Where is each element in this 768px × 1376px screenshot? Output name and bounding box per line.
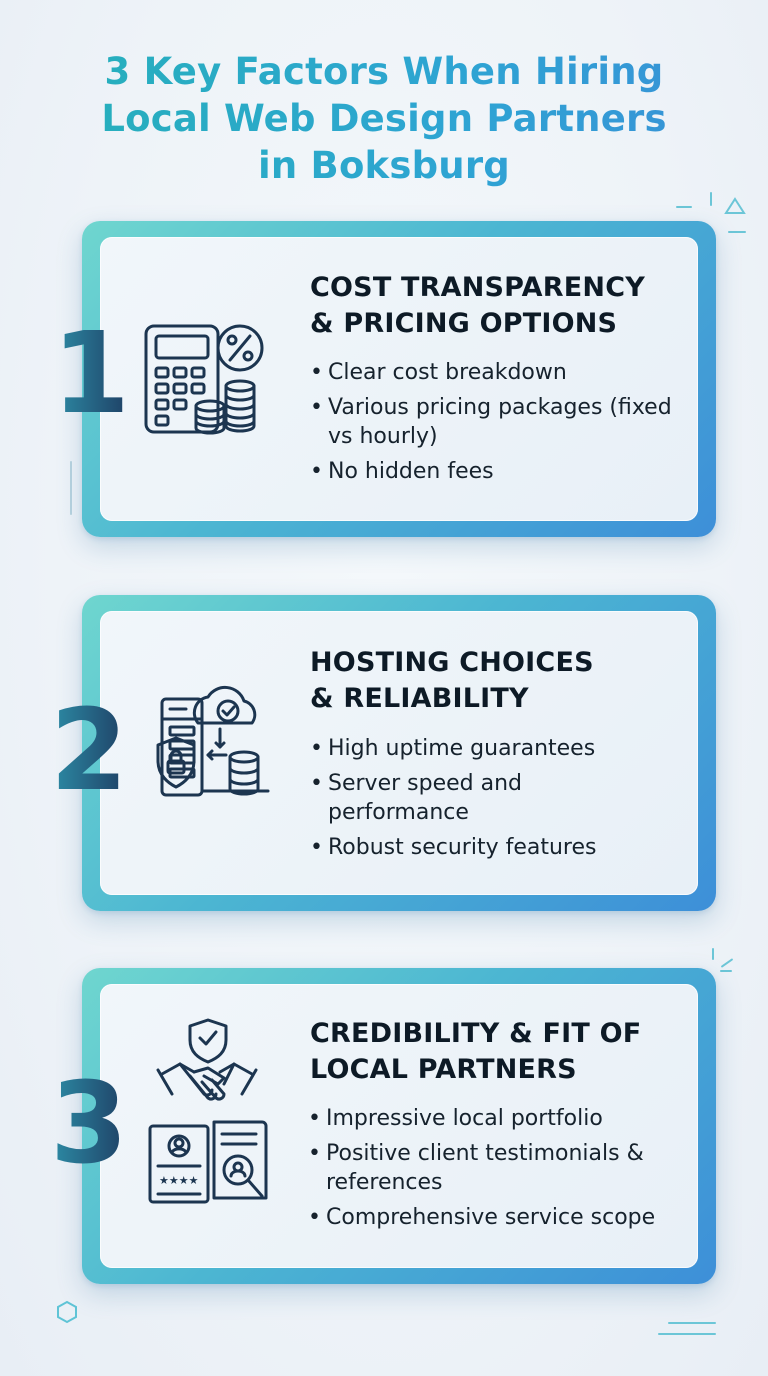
- factor-bullets-1: Clear cost breakdown Various pricing pac…: [308, 358, 678, 492]
- factor-title-1: COST TRANSPARENCY & PRICING OPTIONS: [310, 270, 645, 342]
- decorative-dash: [720, 970, 732, 972]
- decorative-tick: [712, 948, 714, 960]
- title-line-3: in Boksburg: [258, 144, 510, 187]
- decorative-tick: [710, 192, 712, 206]
- svg-text:★★★★: ★★★★: [159, 1174, 199, 1187]
- decorative-dash: [728, 231, 746, 233]
- factor-title-2-line-1: HOSTING CHOICES: [310, 647, 594, 678]
- page-title: 3 Key Factors When Hiring Local Web Desi…: [0, 48, 768, 189]
- factor-bullets-3: Impressive local portfolio Positive clie…: [306, 1104, 686, 1238]
- decorative-dash: [658, 1333, 716, 1335]
- bullet-item: Various pricing packages (fixed vs hourl…: [308, 393, 678, 451]
- decorative-dash: [676, 206, 692, 208]
- factor-title-1-line-1: COST TRANSPARENCY: [310, 272, 645, 303]
- factor-number-1: 1: [52, 309, 130, 439]
- bullet-item: Robust security features: [308, 833, 668, 862]
- decorative-tick: [70, 461, 72, 515]
- bullet-item: Comprehensive service scope: [306, 1203, 686, 1232]
- handshake-shield-profile-search-icon: ★★★★: [148, 1018, 268, 1204]
- factor-title-1-line-2: & PRICING OPTIONS: [310, 308, 618, 339]
- bullet-item: Clear cost breakdown: [308, 358, 678, 387]
- bullet-item: Server speed and performance: [308, 769, 668, 827]
- hexagon-decor-icon: [57, 1300, 77, 1324]
- factor-title-3-line-1: CREDIBILITY & FIT OF: [310, 1018, 642, 1049]
- factor-number-2: 2: [50, 686, 128, 816]
- decorative-dash: [720, 958, 734, 968]
- bullet-item: Positive client testimonials & reference…: [306, 1139, 686, 1197]
- bullet-item: No hidden fees: [308, 457, 678, 486]
- triangle-decor-icon: [724, 197, 746, 214]
- bullet-item: High uptime guarantees: [308, 734, 668, 763]
- factor-bullets-2: High uptime guarantees Server speed and …: [308, 734, 668, 868]
- cloud-server-security-database-icon: [156, 685, 270, 797]
- title-line-2: Local Web Design Partners: [101, 97, 667, 140]
- factor-title-3: CREDIBILITY & FIT OF LOCAL PARTNERS: [310, 1016, 641, 1088]
- title-line-1: 3 Key Factors When Hiring: [104, 50, 664, 93]
- factor-title-2-line-2: & RELIABILITY: [310, 683, 529, 714]
- factor-title-3-line-2: LOCAL PARTNERS: [310, 1054, 577, 1085]
- decorative-dash: [668, 1322, 716, 1324]
- bullet-item: Impressive local portfolio: [306, 1104, 686, 1133]
- calculator-percent-coins-icon: [144, 324, 264, 435]
- factor-title-2: HOSTING CHOICES & RELIABILITY: [310, 645, 594, 717]
- factor-number-3: 3: [50, 1059, 128, 1189]
